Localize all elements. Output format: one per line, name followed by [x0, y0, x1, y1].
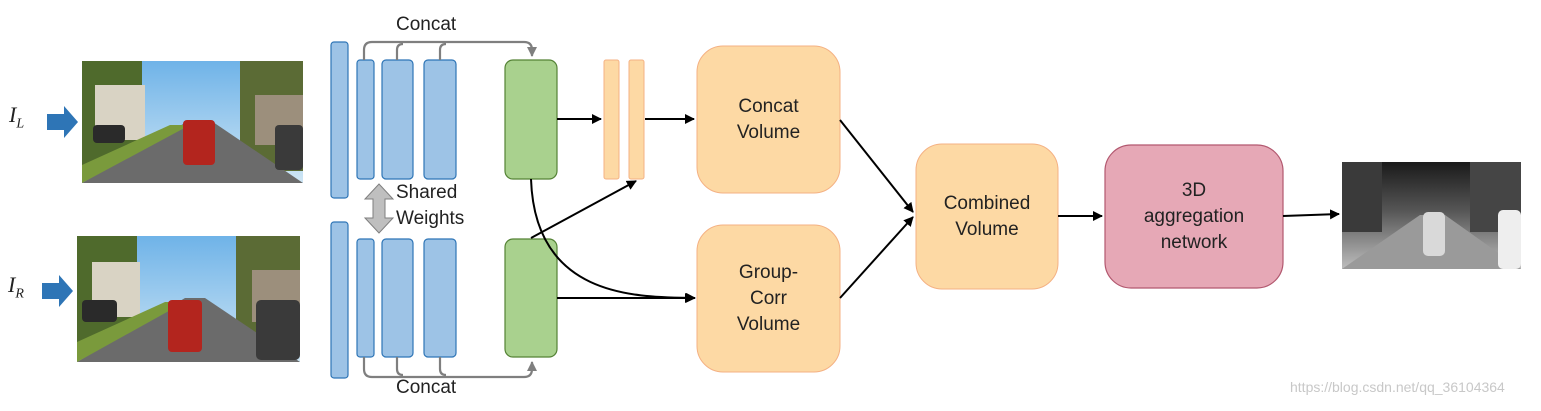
aggregation-network-box [1104, 144, 1284, 289]
top-feature-layer-4 [423, 59, 457, 180]
bottom-concat-bracket [362, 357, 537, 379]
concat-volume-box [696, 45, 841, 194]
bottom-green-feature [504, 238, 558, 358]
bottom-feature-layer-1 [330, 221, 349, 379]
concat-bottom-label: Concat [396, 377, 457, 398]
concat-strip-1 [603, 59, 620, 180]
watermark: https://blog.csdn.net/qq_36104364 [1290, 379, 1505, 395]
top-feature-layer-2 [356, 59, 375, 180]
group-corr-volume-box [696, 224, 841, 373]
concat-top-label: Concat [396, 14, 457, 35]
top-feature-layer-3 [381, 59, 414, 180]
concat-strip-2 [628, 59, 645, 180]
aggregation-network-label: 3D aggregation network [1143, 179, 1245, 253]
top-feature-layer-1 [330, 41, 349, 199]
flow-arrows [530, 114, 1340, 303]
left-input-label: IL [9, 102, 25, 132]
right-input-label: IR [8, 272, 24, 302]
right-input-image [77, 236, 300, 362]
shared-weights-label: Shared Weights [396, 182, 465, 229]
concat-volume-label: Concat Volume [736, 95, 801, 143]
group-corr-volume-label: Group- Corr Volume [736, 261, 801, 335]
bottom-feature-layer-4 [423, 238, 457, 358]
left-input-image [82, 61, 303, 183]
combined-volume-label: Combined Volume [943, 192, 1031, 240]
top-green-feature [504, 59, 558, 180]
bottom-feature-layer-3 [381, 238, 414, 358]
bottom-feature-layer-2 [356, 238, 375, 358]
top-concat-bracket [362, 40, 537, 60]
shared-weights-arrow [363, 183, 395, 234]
right-input-arrow [42, 275, 73, 307]
output-disparity-map [1342, 162, 1521, 269]
left-input-arrow [47, 106, 78, 138]
